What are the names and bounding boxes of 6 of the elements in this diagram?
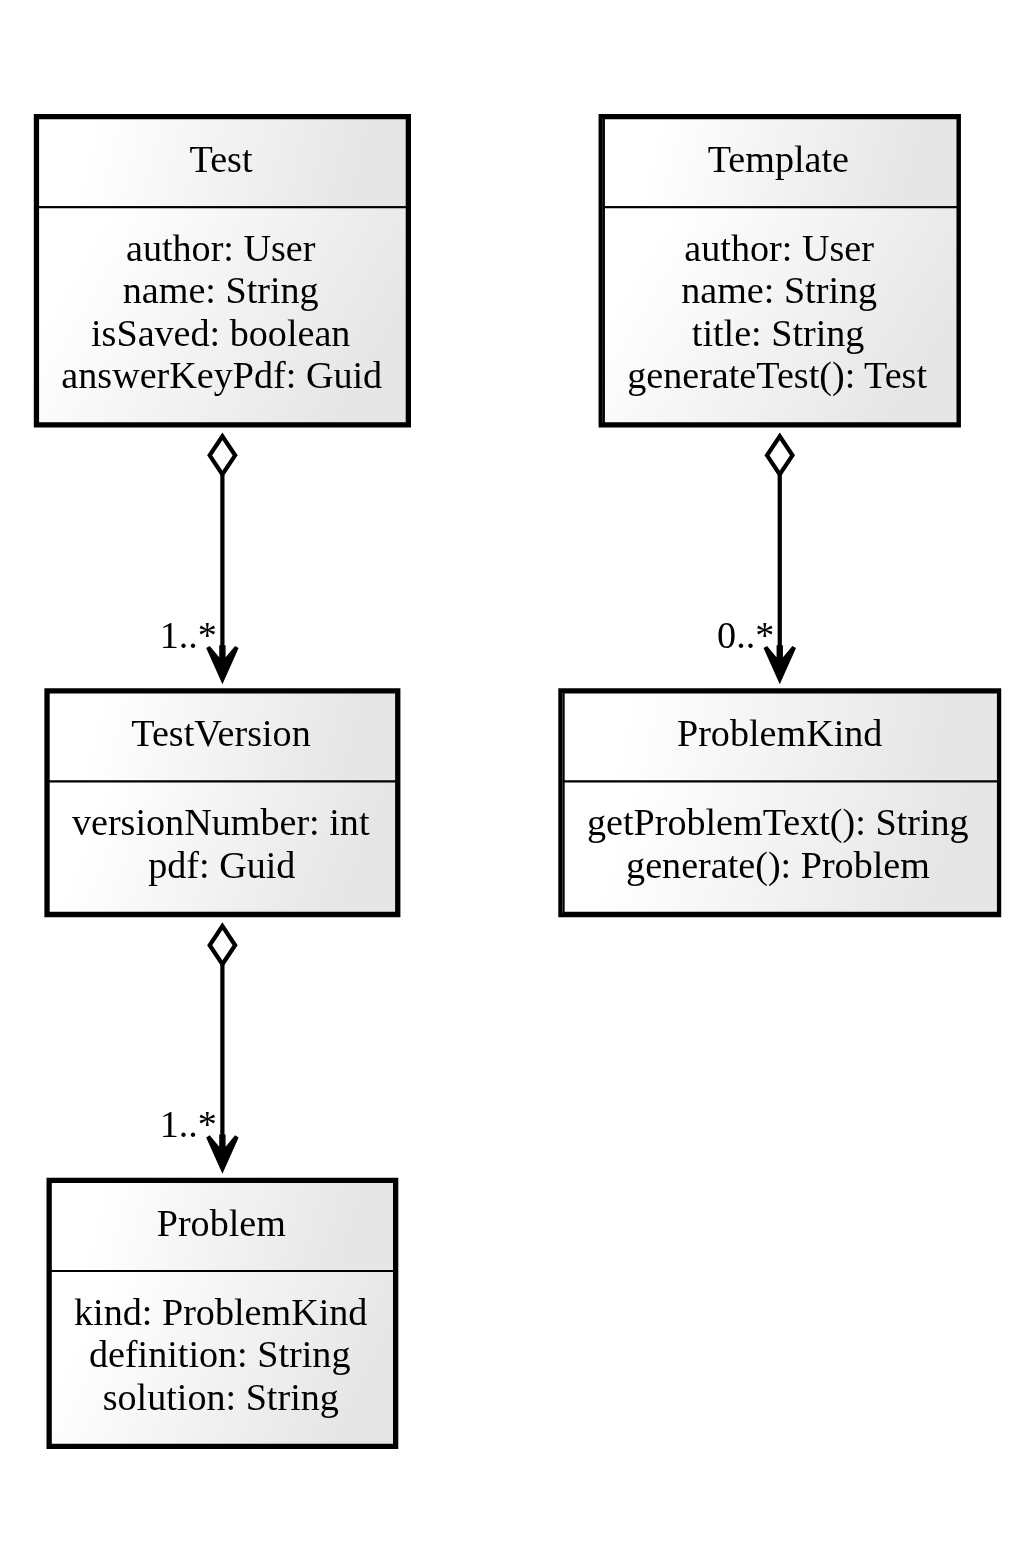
edge-label: 1..* [159,1102,217,1145]
edge-label: 0..* [717,613,775,656]
arrow [206,921,239,1171]
arrow [206,431,239,681]
edge-label: 1..* [159,613,217,656]
arrow [763,431,797,681]
